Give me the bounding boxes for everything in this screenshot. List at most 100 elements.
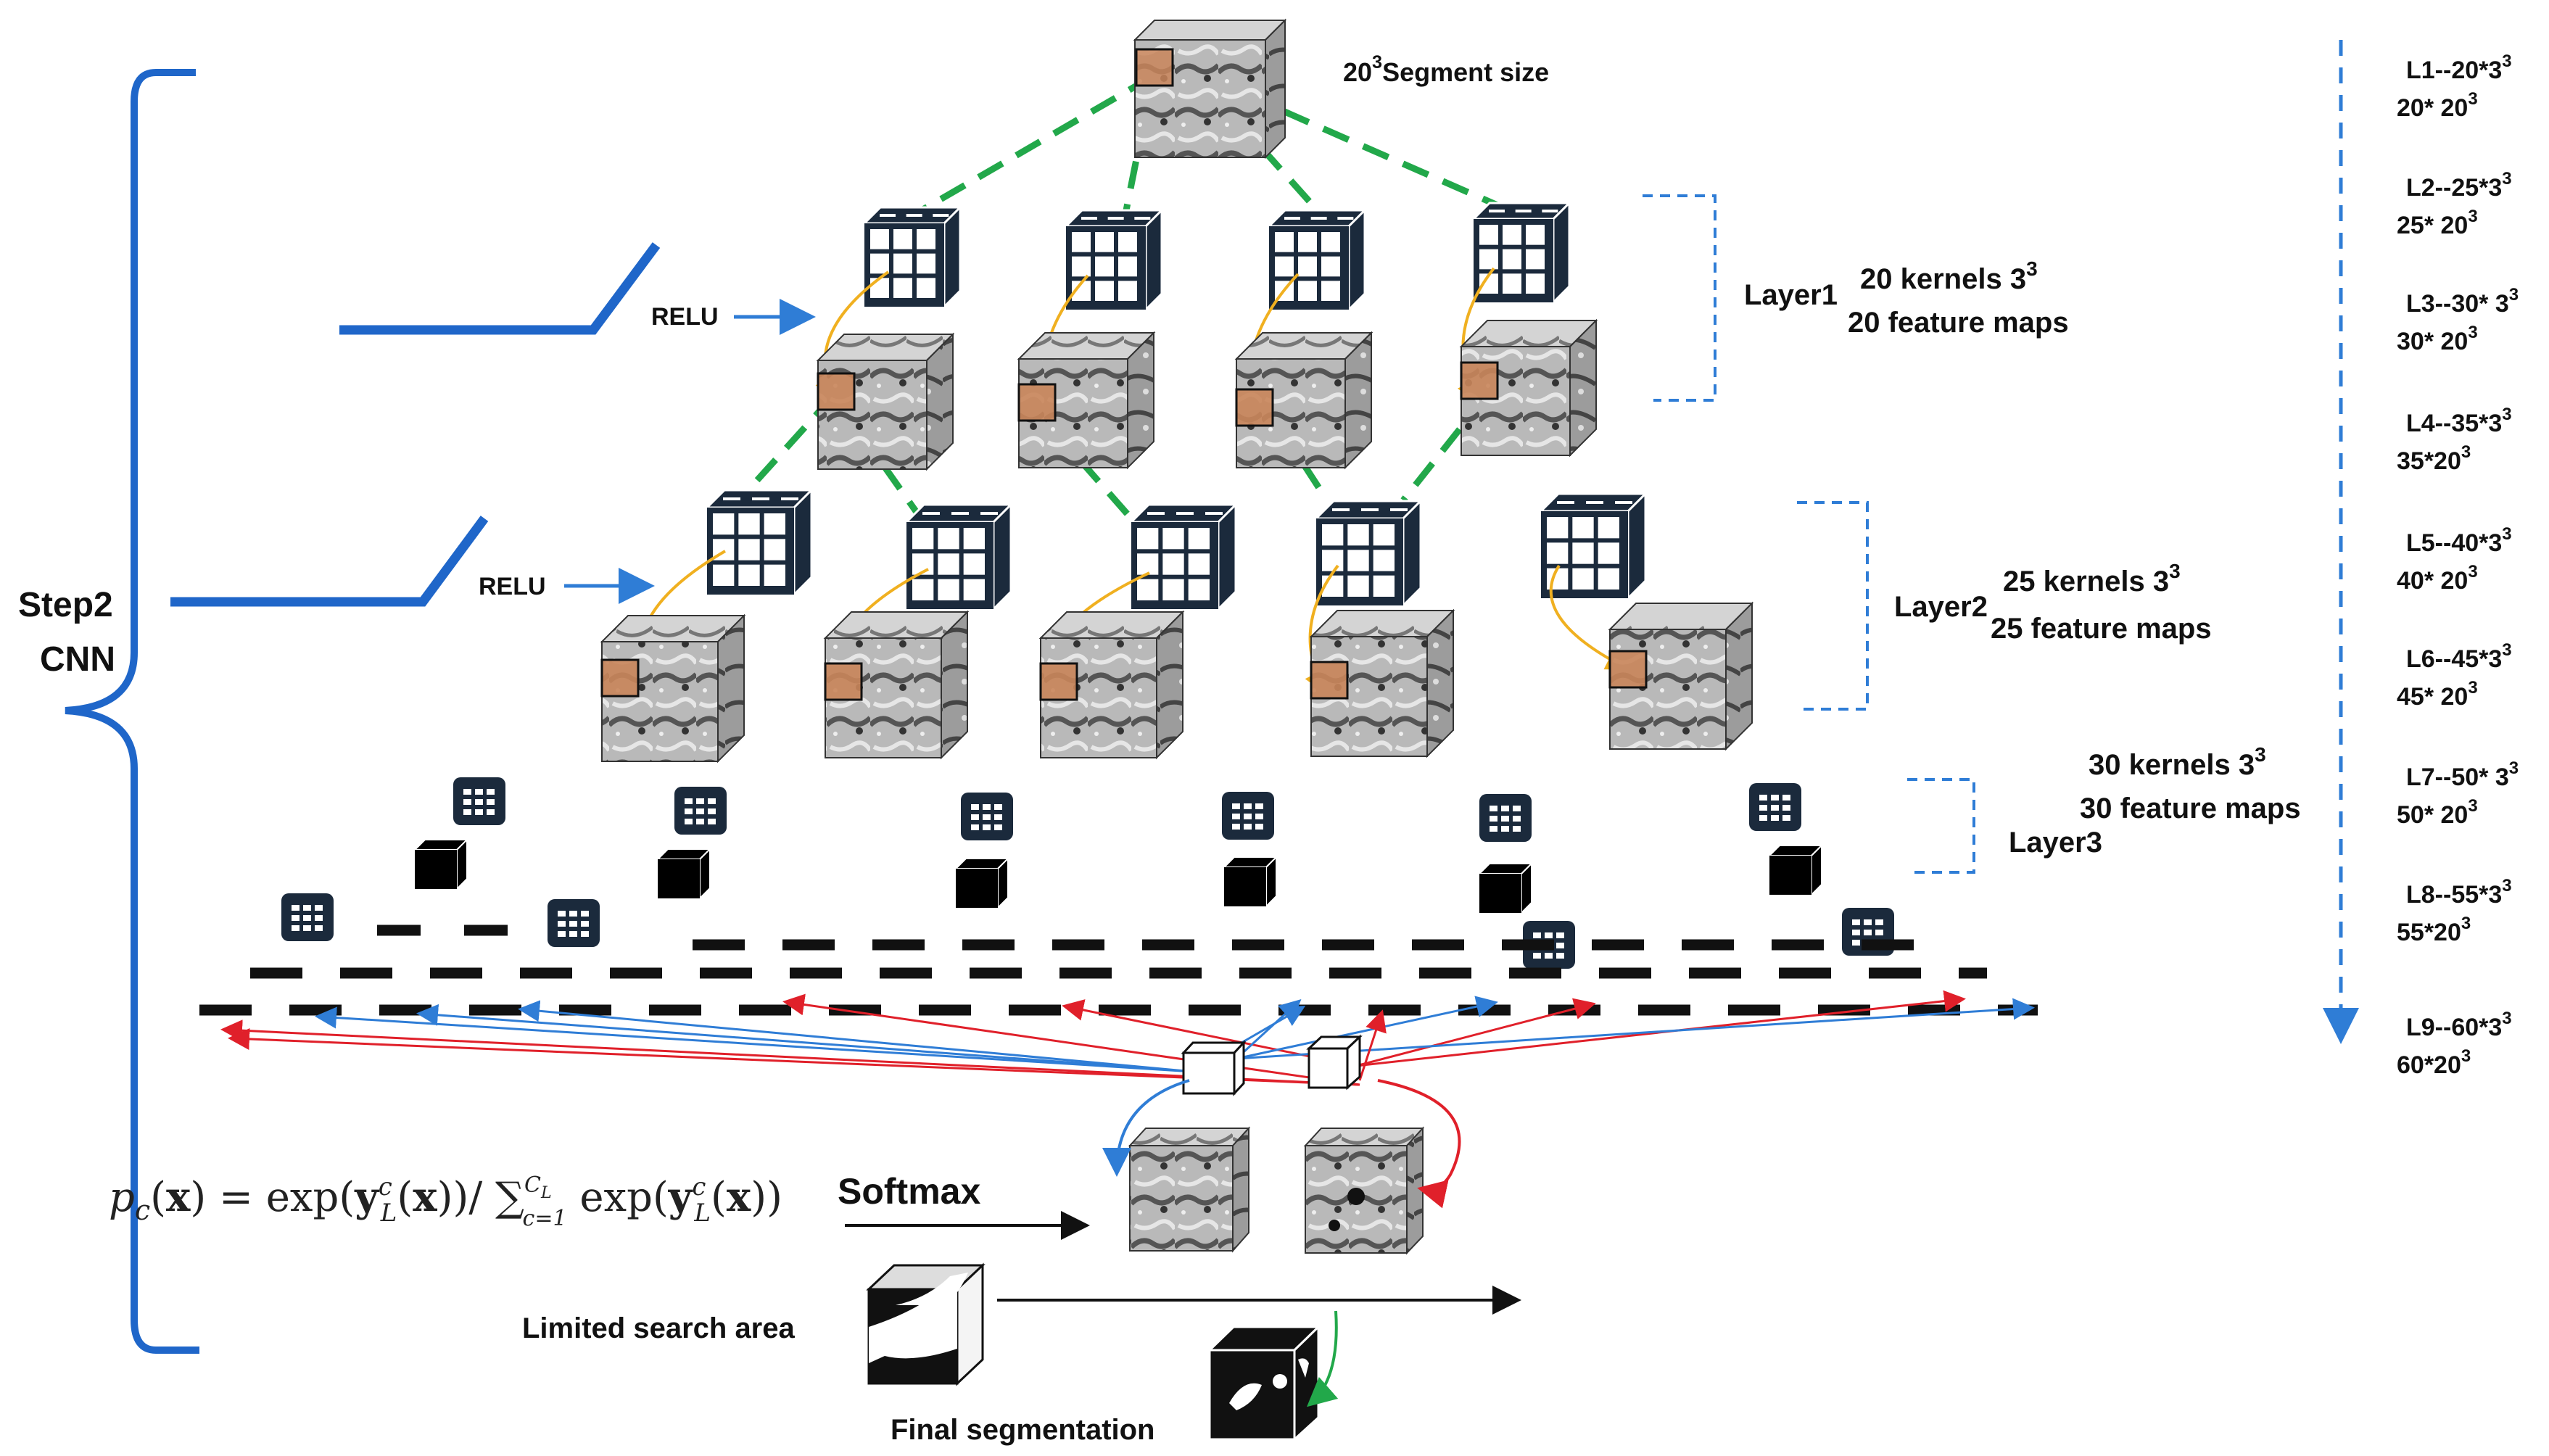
layer1-name: Layer1 — [1744, 279, 1838, 311]
layer3-output-cube-4 — [1222, 855, 1278, 909]
layer-list-item-5-maps: 40* 203 — [2397, 562, 2478, 595]
layer2-orange-arrow-5 — [1549, 564, 1630, 670]
layer1-feature-map-4 — [1459, 318, 1598, 458]
red-fan-arrow-up — [1358, 1009, 1387, 1081]
layer3-kernel-5 — [1479, 794, 1532, 842]
segment-cube — [1133, 18, 1287, 160]
layer2-kernel-5 — [1538, 491, 1648, 601]
voxel-cube-2 — [1306, 1034, 1363, 1091]
layer2-feature-map-3 — [1038, 610, 1185, 760]
layer2-kernels: 25 kernels 33 — [2003, 560, 2181, 597]
cnn-label: CNN — [40, 640, 115, 679]
blue-fan-arrow-1 — [315, 1006, 1194, 1073]
blue-fan-arrow-3 — [518, 1000, 1194, 1073]
layer2-feature-map-2 — [823, 610, 970, 760]
layer3-output-cube-5 — [1477, 861, 1534, 915]
dashed-layers — [199, 925, 2038, 1016]
layer3-kernel-8 — [548, 899, 600, 947]
softmax-output-cube-2 — [1303, 1126, 1425, 1255]
blue-curve-arrow — [1102, 1079, 1190, 1177]
layer2-kernel-2 — [904, 502, 1014, 612]
final-segmentation-label: Final segmentation — [891, 1414, 1155, 1446]
red-fan-arrow-2 — [228, 1027, 1360, 1086]
layer-brackets — [1643, 194, 1975, 874]
layer2-kernel-1 — [704, 487, 814, 597]
layer-list-item-2-kernels: L2--25*33 — [2406, 169, 2512, 202]
layer2-kernel-3 — [1128, 502, 1239, 612]
feature-map-cubes — [600, 318, 1754, 764]
limited-search-label: Limited search area — [522, 1312, 795, 1344]
layer3-kernel-4 — [1222, 792, 1274, 840]
step2-brace — [65, 69, 199, 1354]
relu-2-label: RELU — [479, 573, 546, 600]
green-final-arrow — [1306, 1310, 1339, 1407]
step-label: Step2 — [18, 586, 113, 624]
layer2-feature-map-1 — [600, 613, 746, 764]
blue-fan-arrow-4 — [1235, 998, 1302, 1060]
layer-list-item-1-kernels: L1--20*33 — [2406, 51, 2512, 84]
output-voxel-cubes — [1181, 1034, 1363, 1096]
layer2-name: Layer2 — [1894, 591, 1988, 623]
layer3-kernels: 30 kernels 33 — [2089, 743, 2266, 781]
limited-search-cube — [866, 1262, 986, 1386]
relu-2-graph — [170, 516, 489, 607]
layer1-kernel-4 — [1471, 200, 1572, 305]
segment-size-label: 203Segment size — [1343, 52, 1549, 87]
layer-list-item-5-kernels: L5--40*33 — [2406, 524, 2512, 557]
layer-list-item-6-maps: 45* 203 — [2397, 678, 2478, 711]
layer-list-item-2-maps: 25* 203 — [2397, 207, 2478, 239]
final-segmentation-cube — [1207, 1324, 1321, 1442]
relu-1-label: RELU — [651, 303, 719, 331]
layer-list-item-9-maps: 60*203 — [2397, 1046, 2471, 1079]
red-fan-arrow-4 — [1062, 999, 1357, 1067]
blue-fan-arrow-5 — [1236, 996, 1498, 1060]
layer3-maps: 30 feature maps — [2080, 793, 2301, 824]
layer-list-item-8-maps: 55*203 — [2397, 914, 2471, 946]
layer-list-item-3-maps: 30* 203 — [2397, 323, 2478, 355]
blue-fan-arrow-2 — [416, 1004, 1194, 1073]
layer-list-item-4-kernels: L4--35*33 — [2406, 405, 2512, 437]
layer3-kernel-1 — [453, 777, 505, 825]
layer1-kernels: 20 kernels 33 — [1860, 257, 2038, 295]
layer3-output-cube-1 — [413, 837, 469, 891]
voxel-cube-1 — [1181, 1040, 1247, 1096]
relu-1-graph — [339, 242, 661, 335]
layer-list-item-3-kernels: L3--30* 33 — [2406, 285, 2519, 318]
red-fan-arrow-5 — [1355, 998, 1596, 1067]
red-curve-arrow — [1377, 1079, 1461, 1209]
layer3-cubes — [281, 777, 1894, 969]
layer3-kernel-2 — [674, 787, 727, 835]
layer2-maps: 25 feature maps — [1991, 613, 2212, 645]
red-fan-arrow-3 — [782, 993, 1360, 1086]
layer1-feature-map-3 — [1234, 331, 1373, 470]
red-fan-arrow-1 — [220, 1019, 1360, 1086]
layer2-feature-map-4 — [1309, 608, 1455, 758]
layer3-kernel-3 — [961, 793, 1013, 840]
layer3-output-cube-6 — [1767, 843, 1824, 897]
layer3-kernel-6 — [1749, 783, 1801, 831]
layer1-kernel-3 — [1266, 207, 1368, 313]
layer-list-item-9-kernels: L9--60*33 — [2406, 1009, 2512, 1041]
layer-list-item-6-kernels: L6--45*33 — [2406, 640, 2512, 673]
layer-list-item-7-kernels: L7--50* 33 — [2406, 758, 2519, 791]
layer2-kernel-4 — [1313, 498, 1424, 608]
softmax-output-cube-1 — [1128, 1126, 1251, 1253]
softmax-label: Softmax — [838, 1171, 980, 1212]
layer-list-item-4-maps: 35*203 — [2397, 442, 2471, 475]
layer1-maps: 20 feature maps — [1848, 307, 2069, 339]
layer2-feature-map-5 — [1608, 601, 1754, 751]
layer1-kernel-1 — [862, 204, 963, 310]
layer3-output-cube-3 — [954, 856, 1010, 910]
layer-list-item-7-maps: 50* 203 — [2397, 796, 2478, 829]
svg-text:pc(x) = exp(ycL(x))/ ∑CLc=1 ex: pc(x) = exp(ycL(x))/ ∑CLc=1 exp(ycL(x)) — [109, 1172, 782, 1231]
fan-arrows — [220, 990, 2035, 1086]
layer1-kernel-2 — [1063, 207, 1165, 313]
layer1-feature-map-1 — [816, 332, 955, 471]
layer3-kernel-7 — [281, 893, 334, 941]
layer3-output-cube-2 — [656, 847, 712, 901]
layer-list-item-1-maps: 20* 203 — [2397, 89, 2478, 122]
layer-list-item-8-kernels: L8--55*33 — [2406, 876, 2512, 909]
